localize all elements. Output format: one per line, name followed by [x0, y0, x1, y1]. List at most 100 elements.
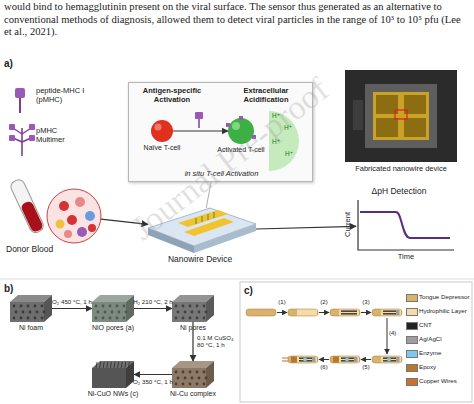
art-rect: [195, 112, 203, 119]
sensor-stick: [288, 309, 318, 316]
art-line: [107, 362, 108, 368]
art-circle: [118, 311, 121, 314]
art-line: [121, 362, 122, 368]
art-rect: [239, 116, 243, 120]
art-circle: [34, 305, 37, 308]
art-circle: [111, 311, 114, 314]
plot-title: ΔpH Detection: [338, 186, 460, 196]
legend-label: Enzyme: [419, 348, 473, 357]
sample-label: Donor Blood: [6, 244, 76, 254]
art-circle: [27, 305, 30, 308]
legend-label: Tongue Depressor: [419, 292, 473, 301]
art-circle: [196, 305, 199, 308]
art-circle: [182, 317, 185, 320]
art-circle: [43, 311, 46, 314]
art-circle: [41, 305, 44, 308]
art-circle: [102, 305, 105, 308]
step-arrow: [277, 312, 287, 313]
art-circle: [125, 311, 128, 314]
pmhc-multimer-icon: [9, 124, 35, 156]
panel-letter: c): [244, 285, 253, 296]
art-circle: [198, 377, 201, 380]
art-rect: [10, 302, 44, 322]
art-rect: [339, 310, 359, 316]
step-arrow: [319, 312, 329, 313]
art-circle: [387, 358, 391, 362]
art-circle: [97, 311, 100, 314]
art-circle: [191, 377, 194, 380]
art-rect: [330, 356, 360, 363]
art-rect: [396, 357, 400, 362]
art-circle: [29, 311, 32, 314]
panel-letter: a): [4, 58, 13, 69]
art-rect: [9, 124, 15, 130]
material-cube: Ni-Cu complex: [168, 358, 218, 400]
art-circle: [203, 305, 206, 308]
art-rect: [172, 302, 206, 322]
legend-swatch: [406, 322, 418, 330]
sensor-stick: [246, 309, 276, 316]
legend-swatch: [406, 350, 418, 358]
legend-swatch: [406, 378, 418, 386]
art-circle: [155, 124, 162, 131]
edge-label: O₂ 350 °C, 1 h: [129, 378, 177, 386]
art-rect: [341, 311, 357, 312]
art-line: [110, 362, 111, 368]
art-rect: [381, 310, 401, 316]
art-line: [19, 97, 21, 113]
art-rect: [9, 178, 45, 235]
art-svg: [345, 70, 457, 162]
art-rect: [297, 357, 317, 363]
art-circle: [303, 358, 307, 362]
art-rect: [330, 309, 360, 316]
art-rect: [372, 356, 402, 363]
material-label: Ni foam: [0, 324, 62, 332]
art-rect: [373, 92, 429, 140]
art-svg: [88, 358, 138, 389]
art-rect: [381, 357, 401, 363]
art-circle: [203, 371, 206, 374]
art-rect: [288, 309, 318, 316]
art-circle: [191, 311, 194, 314]
legend-label: Epoxy: [419, 362, 473, 371]
art-circle: [34, 317, 37, 320]
art-polygon: [44, 295, 52, 322]
art-rect: [341, 313, 357, 314]
art-rect: [404, 118, 426, 137]
art-circle: [85, 211, 95, 221]
connector-arrow: [134, 374, 172, 375]
art-line: [208, 214, 209, 220]
material-cube: NiO pores (a): [88, 292, 138, 334]
art-rect: [9, 135, 15, 141]
art-circle: [59, 201, 69, 211]
art-rect: [354, 357, 358, 362]
art-rect: [172, 368, 206, 388]
art-rect: [20, 200, 44, 233]
material-cube: Ni-CuO NWs (c): [88, 358, 138, 400]
material-label: Ni-Cu complex: [162, 390, 224, 398]
art-line: [198, 119, 200, 128]
art-circle: [123, 305, 126, 308]
art-polygon: [126, 295, 134, 322]
sensor-stick: [330, 356, 360, 363]
art-circle: [175, 317, 178, 320]
step-number: (6): [316, 364, 332, 370]
photo-caption: Fabricated nanowire device: [345, 164, 457, 173]
art-circle: [177, 311, 180, 314]
device-photo: Fabricated nanowire device: [345, 70, 457, 178]
art-rect: [240, 282, 472, 402]
legend-label: Copper Wires: [419, 376, 473, 385]
art-circle: [175, 383, 178, 386]
cell-circle: Naïve T-cell: [141, 119, 183, 159]
connector-arrow: [256, 226, 356, 229]
art-circle: [151, 120, 173, 142]
icon-label: pMHC Multimer: [36, 126, 86, 144]
art-rect: [246, 309, 276, 316]
art-circle: [196, 317, 199, 320]
art-svg: [6, 292, 56, 323]
art-circle: [182, 371, 185, 374]
proton-mark: H⁺: [272, 112, 280, 120]
sensor-stick: [372, 356, 402, 363]
art-circle: [47, 189, 101, 243]
